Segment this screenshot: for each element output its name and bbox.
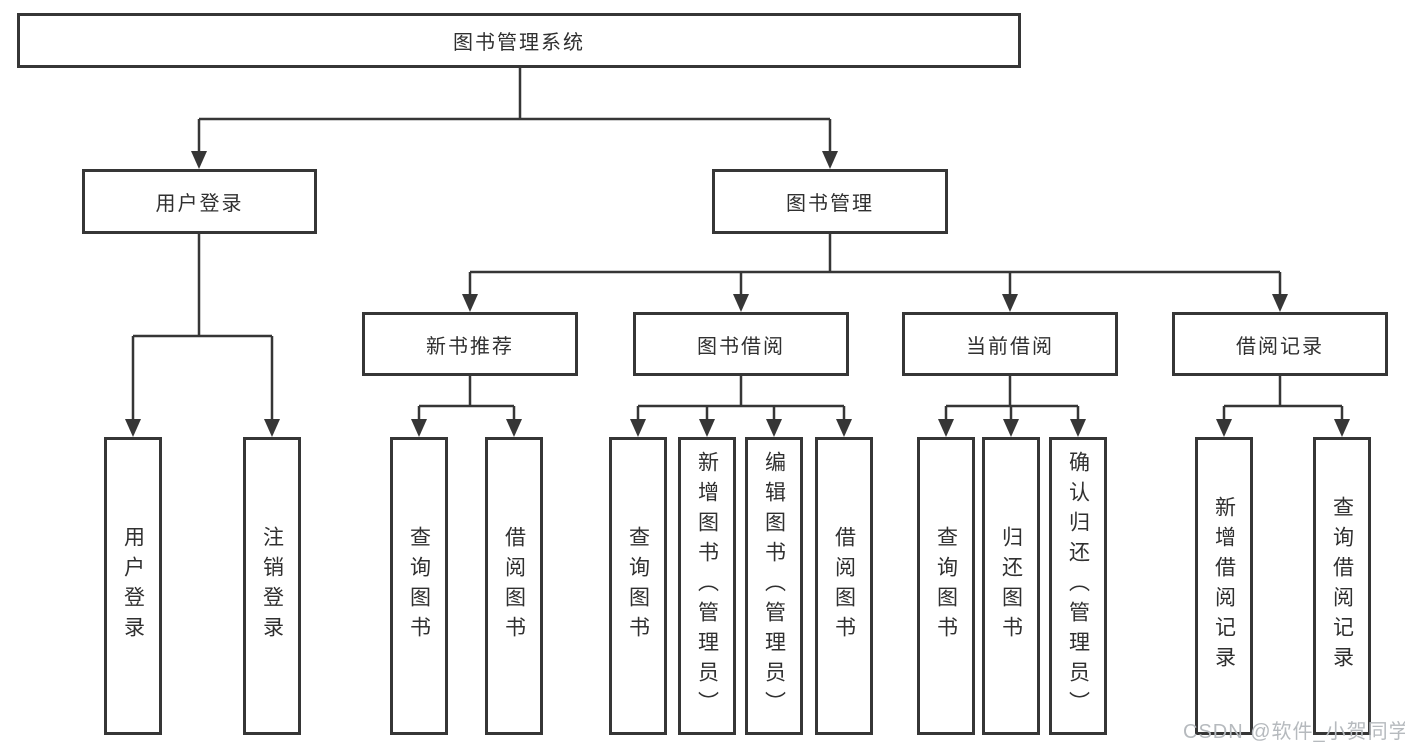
leaf-confirm-return-admin: 确认归还（管理员）	[1049, 437, 1107, 735]
node-book-management: 图书管理	[712, 169, 948, 234]
leaf-borrow-query-books: 查询图书	[609, 437, 667, 735]
leaf-logout: 注销登录	[243, 437, 301, 735]
leaf-add-books-admin: 新增图书（管理员）	[678, 437, 736, 735]
leaf-borrow-borrow-books: 借阅图书	[815, 437, 873, 735]
node-book-borrow: 图书借阅	[633, 312, 849, 376]
node-root: 图书管理系统	[17, 13, 1021, 68]
watermark: CSDN @软件_小贺同学	[1183, 721, 1405, 743]
leaf-user-login: 用户登录	[104, 437, 162, 735]
node-current-borrow: 当前借阅	[902, 312, 1118, 376]
arrowheads	[125, 151, 1350, 437]
leaf-current-query-books: 查询图书	[917, 437, 975, 735]
leaf-query-borrow-record: 查询借阅记录	[1313, 437, 1371, 735]
node-new-book-recommend: 新书推荐	[362, 312, 578, 376]
leaf-add-borrow-record: 新增借阅记录	[1195, 437, 1253, 735]
leaf-recommend-borrow-books: 借阅图书	[485, 437, 543, 735]
leaf-recommend-query-books: 查询图书	[390, 437, 448, 735]
leaf-edit-books-admin: 编辑图书（管理员）	[745, 437, 803, 735]
node-borrow-records: 借阅记录	[1172, 312, 1388, 376]
node-user-login: 用户登录	[82, 169, 317, 234]
leaf-return-books: 归还图书	[982, 437, 1040, 735]
